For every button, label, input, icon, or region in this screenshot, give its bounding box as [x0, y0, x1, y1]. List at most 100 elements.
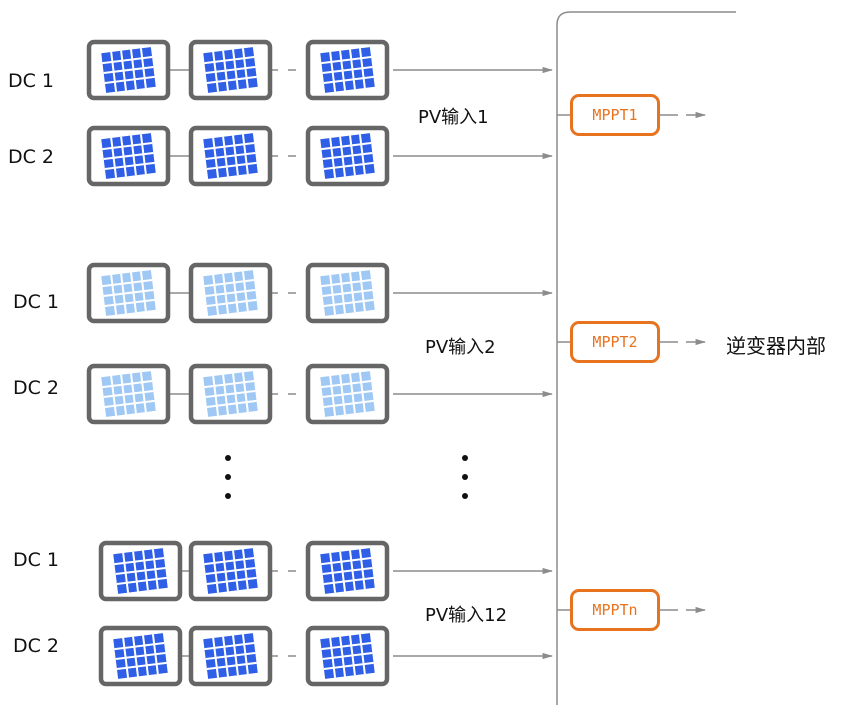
panel-grid-line [322, 151, 373, 161]
mppt-box: MPPT1 [570, 94, 660, 136]
ellipsis-dots-right [462, 455, 468, 499]
panel-cells [320, 548, 375, 594]
mppt-box: MPPT2 [570, 321, 660, 363]
panel-grid-line [206, 661, 257, 670]
panel-grid-line [104, 399, 155, 408]
string-label: DC 2 [8, 146, 55, 168]
panel-grid-line [322, 651, 373, 661]
solar-panel [86, 363, 171, 425]
solar-panel [188, 262, 273, 324]
string-label: DC 2 [13, 377, 60, 399]
panel-grid-line [323, 399, 374, 408]
panel-grid-line [103, 151, 154, 161]
panel-cells [320, 371, 375, 417]
panel-grid-line [104, 298, 155, 307]
panel-grid-line [204, 557, 255, 566]
panel-grid-line [104, 161, 155, 170]
panel-grid-line [206, 161, 257, 170]
panel-grid-line [114, 557, 165, 566]
panel-cells [203, 548, 258, 594]
panel-cells [203, 47, 258, 93]
panel-grid-line [205, 151, 256, 161]
panel-grid-line [323, 298, 374, 307]
pv-input-label: PV输入1 [418, 107, 489, 128]
panel-grid-line [205, 288, 256, 298]
solar-panel [305, 125, 390, 187]
panel-grid-line [103, 288, 154, 298]
panel-grid-line [103, 389, 154, 399]
panel-grid-line [205, 389, 256, 399]
panel-cells [101, 371, 156, 417]
panel-grid-line [204, 642, 255, 651]
panel-grid-line [104, 75, 155, 84]
solar-panel [98, 625, 183, 687]
panel-grid-line [323, 75, 374, 84]
panel-grid-line [322, 288, 373, 298]
panel-grid-line [323, 661, 374, 670]
panel-grid-line [204, 56, 255, 65]
panel-grid-line [206, 75, 257, 84]
solar-panel [305, 39, 390, 101]
mppt-box: MPPTn [570, 589, 660, 631]
panel-grid-line [321, 557, 372, 566]
inverter-label: 逆变器内部 [726, 334, 826, 358]
panel-cells [101, 133, 156, 179]
solar-panel [98, 540, 183, 602]
pv-input-label: PV输入12 [425, 605, 508, 626]
solar-panel [188, 625, 273, 687]
string-label: DC 2 [13, 635, 60, 657]
solar-panel [305, 363, 390, 425]
panel-cells [320, 47, 375, 93]
panel-grid-line [115, 566, 166, 576]
panel-grid-line [321, 142, 372, 151]
solar-panel [86, 262, 171, 324]
panel-grid-line [102, 56, 153, 65]
solar-panel [188, 540, 273, 602]
panel-grid-line [206, 399, 257, 408]
panel-grid-line [321, 642, 372, 651]
panel-cells [320, 133, 375, 179]
panel-grid-line [322, 389, 373, 399]
panel-cells [203, 371, 258, 417]
solar-panel [188, 125, 273, 187]
panel-cells [203, 633, 258, 679]
panel-grid-line [102, 142, 153, 151]
panel-cells [320, 270, 375, 316]
string-label: DC 1 [13, 291, 60, 313]
panel-grid-line [115, 651, 166, 661]
solar-panel [86, 39, 171, 101]
panel-grid-line [114, 642, 165, 651]
panel-cells [113, 548, 168, 594]
panel-grid-line [204, 279, 255, 288]
panel-cells [101, 270, 156, 316]
panel-grid-line [116, 576, 167, 585]
panel-grid-line [102, 380, 153, 389]
panel-grid-line [205, 651, 256, 661]
panel-grid-line [204, 142, 255, 151]
panel-grid-line [206, 576, 257, 585]
panel-grid-line [322, 65, 373, 75]
panel-cells [320, 633, 375, 679]
solar-panel [305, 625, 390, 687]
solar-panel [305, 540, 390, 602]
panel-grid-line [206, 298, 257, 307]
panel-grid-line [323, 576, 374, 585]
panel-grid-line [322, 566, 373, 576]
panel-grid-line [205, 566, 256, 576]
pv-input-label: PV输入2 [425, 337, 496, 358]
panel-grid-line [323, 161, 374, 170]
solar-panel [188, 363, 273, 425]
panel-cells [203, 270, 258, 316]
string-label: DC 1 [13, 549, 60, 571]
solar-panel [86, 125, 171, 187]
panel-cells [203, 133, 258, 179]
ellipsis-dots-left [225, 455, 231, 499]
panel-grid-line [321, 380, 372, 389]
string-label: DC 1 [8, 70, 55, 92]
solar-panel [305, 262, 390, 324]
solar-panel [188, 39, 273, 101]
panel-grid-line [321, 56, 372, 65]
panel-cells [113, 633, 168, 679]
panel-grid-line [321, 279, 372, 288]
